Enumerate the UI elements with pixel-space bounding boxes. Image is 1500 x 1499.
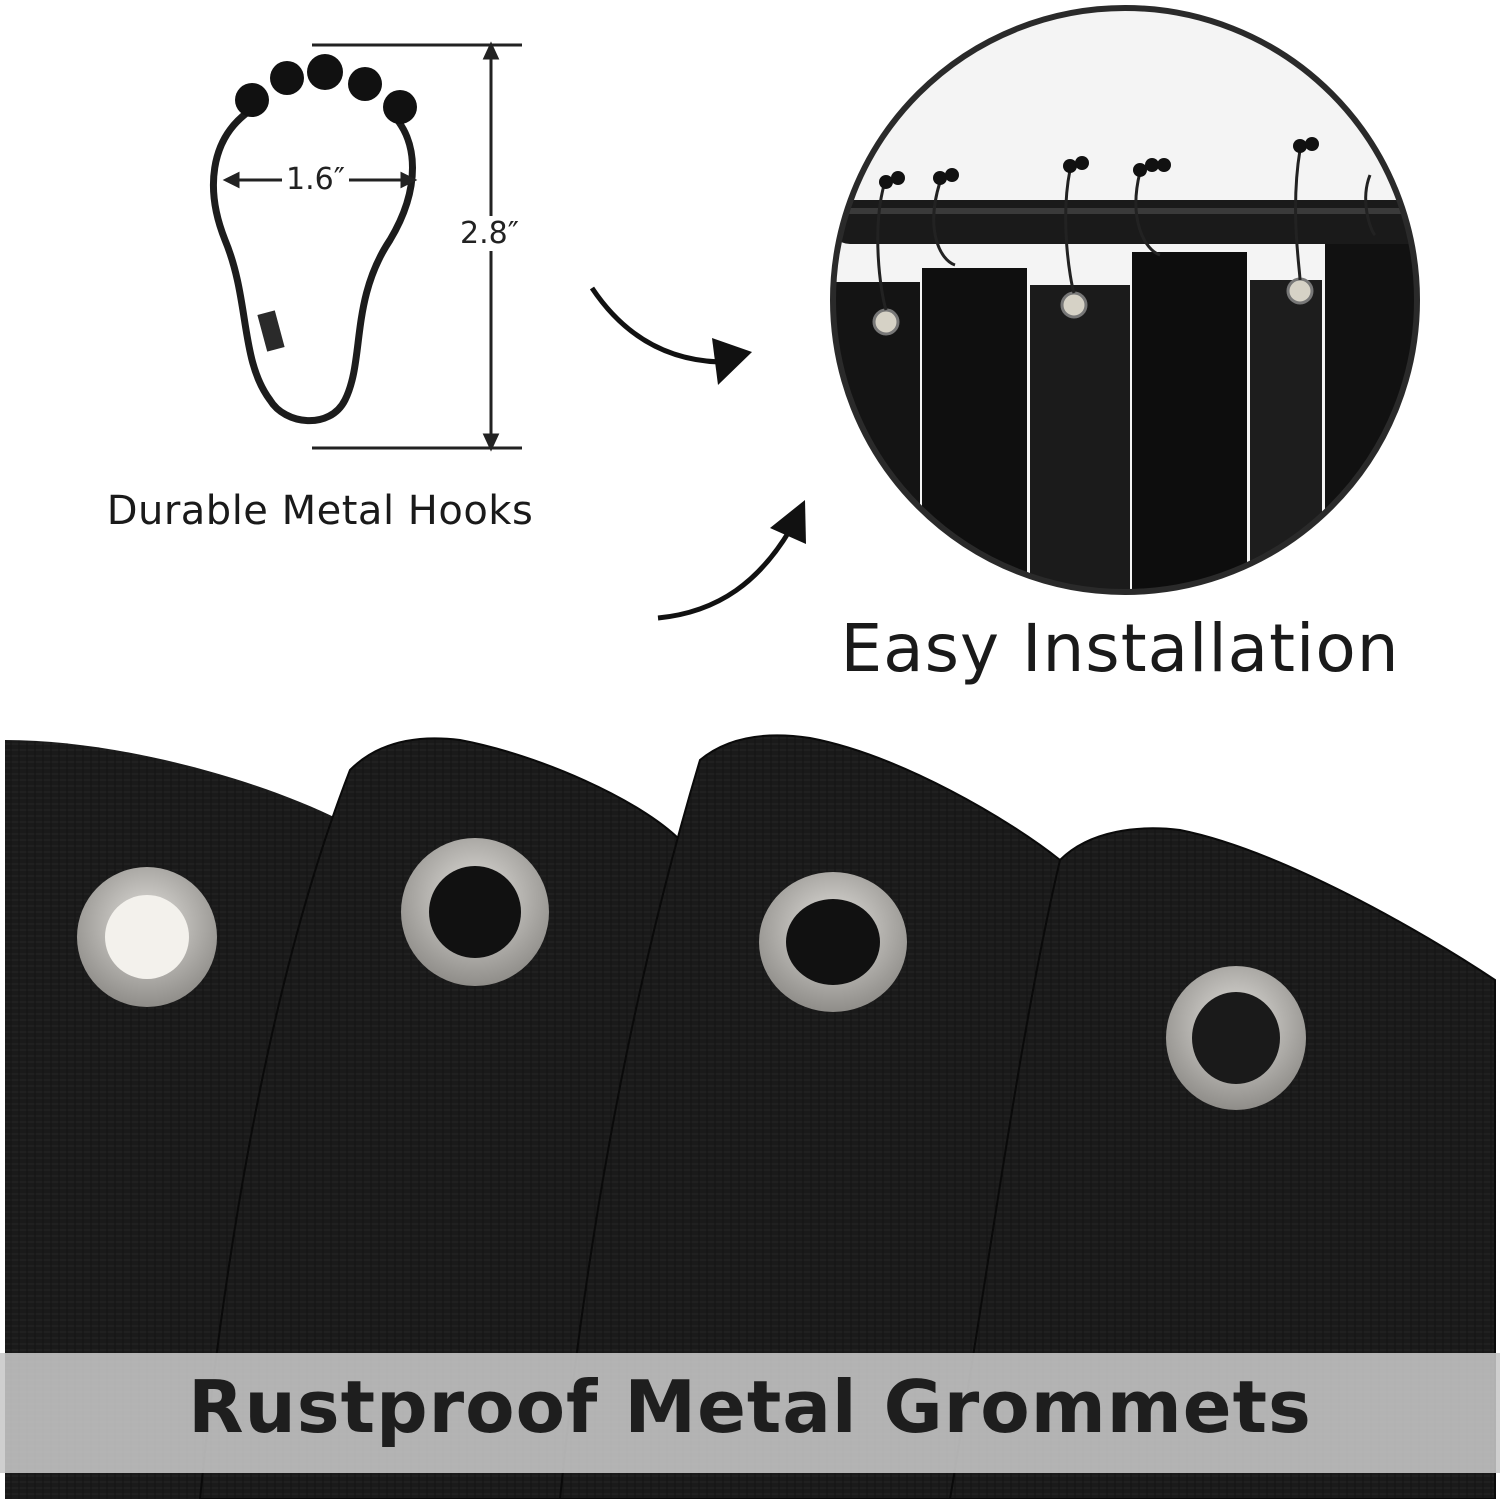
grommet-icon — [1166, 966, 1306, 1110]
grommet-icon — [759, 872, 907, 1012]
banner-band — [0, 1353, 1500, 1473]
installation-photo — [835, 10, 1415, 590]
grommet-icon — [401, 838, 549, 986]
arrow-icon — [657, 500, 806, 621]
height-dimension — [312, 41, 522, 452]
hook-icon — [209, 54, 417, 425]
hooks-caption: Durable Metal Hooks — [106, 488, 534, 534]
arrow-icon — [589, 286, 752, 385]
fabric-panel — [948, 827, 1496, 1499]
hook-height-label: 2.8″ — [456, 216, 523, 251]
grommets-banner-text: Rustproof Metal Grommets — [188, 1365, 1312, 1449]
grommet-icon — [77, 867, 217, 1007]
top-illustration — [209, 5, 1420, 621]
installation-caption: Easy Installation — [840, 610, 1400, 687]
hook-width-label: 1.6″ — [282, 162, 349, 197]
